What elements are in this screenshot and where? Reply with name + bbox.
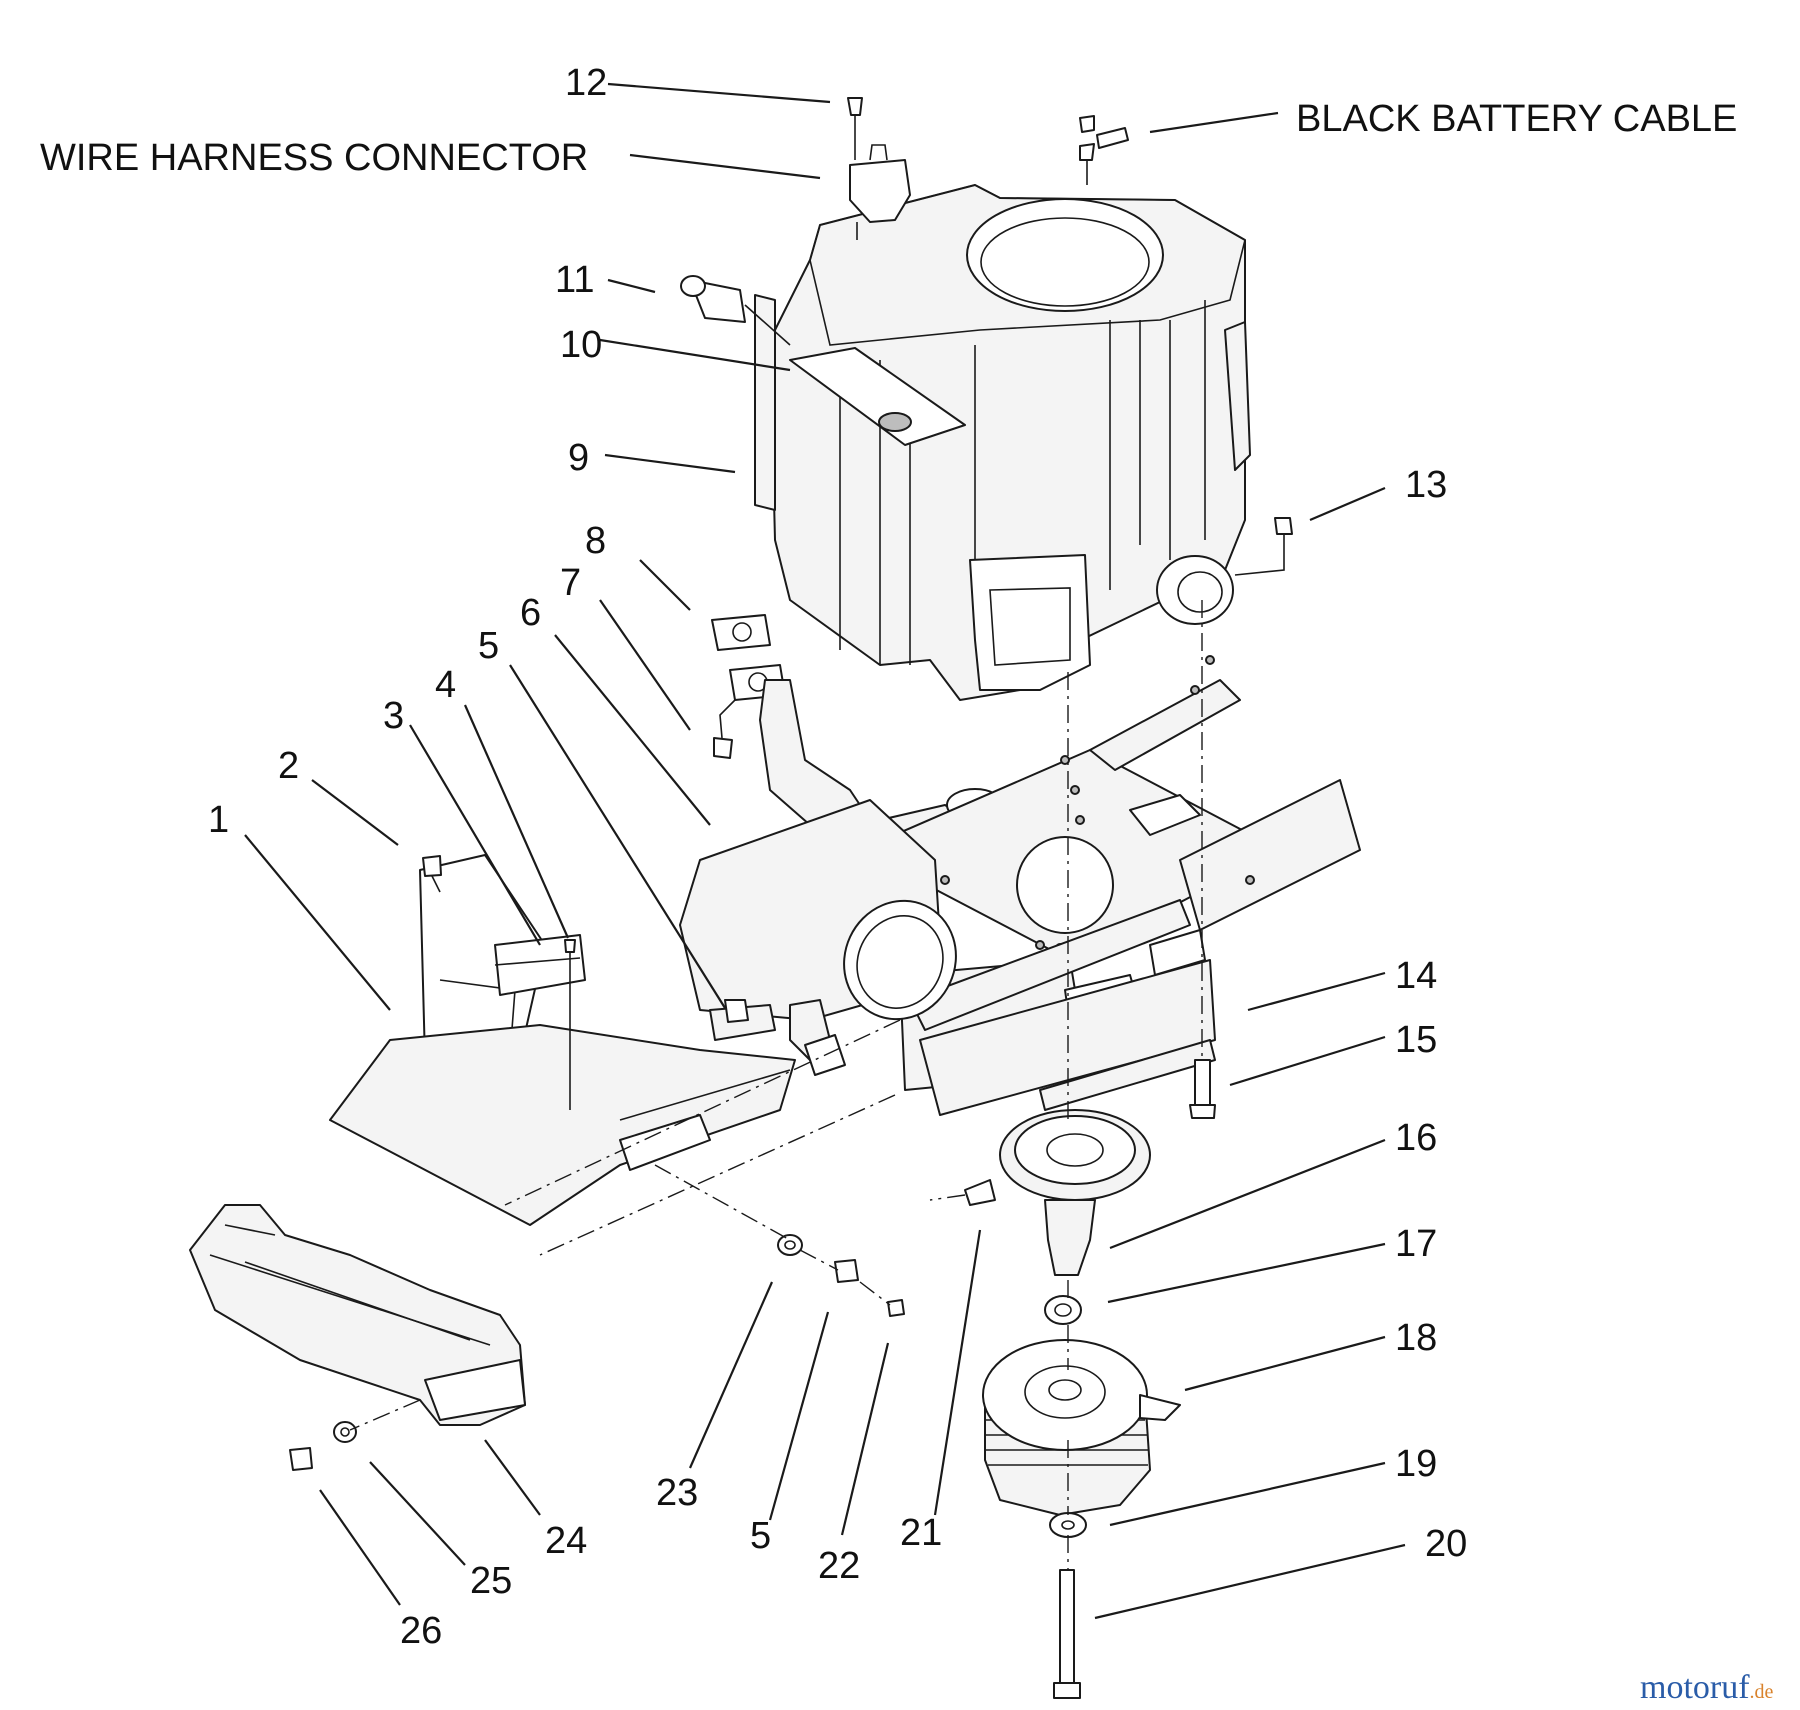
callout-26: 26: [400, 1610, 442, 1652]
callout-5: 5: [478, 625, 499, 667]
callout-2: 2: [278, 745, 299, 787]
callout-19: 19: [1395, 1443, 1437, 1485]
callout-13: 13: [1405, 464, 1447, 506]
callout-12: 12: [565, 62, 607, 104]
callout-3: 3: [383, 695, 404, 737]
callout-14: 14: [1395, 955, 1437, 997]
callout-9: 9: [568, 437, 589, 479]
part-11: [680, 275, 791, 346]
callout-10: 10: [560, 324, 602, 366]
assembly-lines: [349, 600, 1203, 1570]
part-13: [1234, 517, 1293, 576]
watermark-main: motoruf.de: [1640, 1669, 1774, 1706]
callout-6: 6: [520, 592, 541, 634]
callout-22: 22: [818, 1545, 860, 1587]
callout-5-lower: 5: [750, 1515, 771, 1557]
callout-labels: WIRE HARNESS CONNECTOR BLACK BATTERY CAB…: [40, 62, 1737, 1652]
callout-7: 7: [560, 562, 581, 604]
callout-24: 24: [545, 1520, 587, 1562]
callout-11: 11: [555, 259, 594, 301]
pulley-stack: [982, 1109, 1181, 1699]
callout-20: 20: [1425, 1523, 1467, 1565]
watermark: motoruf.de: [1640, 1669, 1774, 1706]
fasteners: [289, 855, 1216, 1471]
callout-1: 1: [208, 799, 229, 841]
top-parts: [847, 97, 1129, 240]
callout-23: 23: [656, 1472, 698, 1514]
label-black-battery-cable: BLACK BATTERY CABLE: [1296, 98, 1737, 140]
callout-17: 17: [1395, 1223, 1437, 1265]
label-wire-harness-connector: WIRE HARNESS CONNECTOR: [40, 137, 588, 179]
leader-lines: [244, 82, 1406, 1620]
engine: [754, 184, 1251, 701]
callout-8: 8: [585, 520, 606, 562]
callout-15: 15: [1395, 1019, 1437, 1061]
callout-25: 25: [470, 1560, 512, 1602]
deflector: [189, 854, 796, 1426]
callout-18: 18: [1395, 1317, 1437, 1359]
callout-21: 21: [900, 1512, 942, 1554]
callout-4: 4: [435, 664, 456, 706]
frame: [859, 655, 1361, 1116]
callout-16: 16: [1395, 1117, 1437, 1159]
